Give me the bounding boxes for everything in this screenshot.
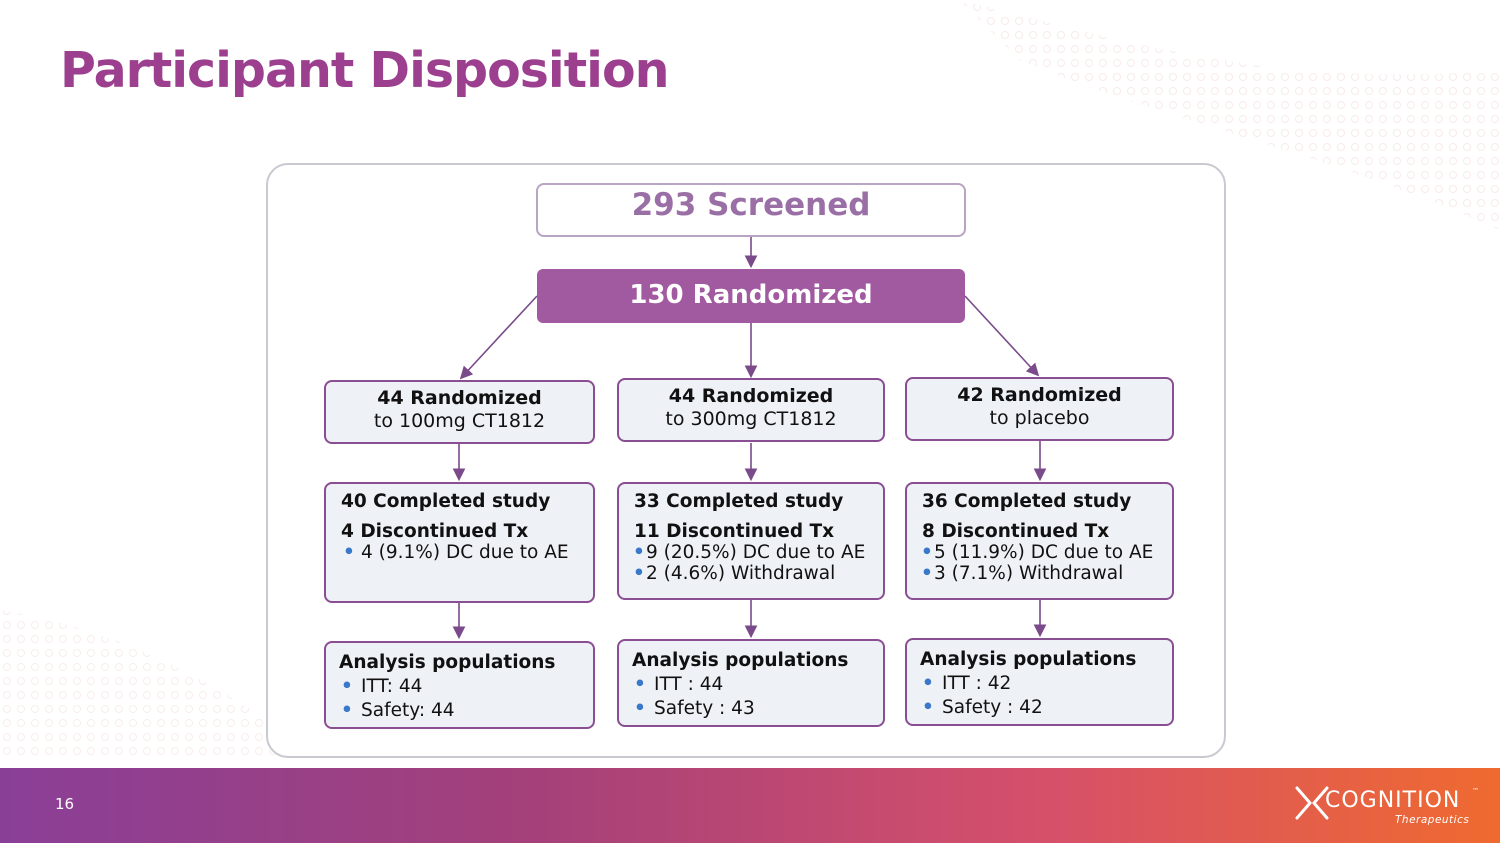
decorative-dot-pattern-bottom-left [0, 610, 320, 760]
analysis-placebo-box: Analysis populations ITT : 42 Safety : 4… [905, 638, 1174, 726]
discontinued-count: 11 Discontinued Tx [634, 521, 835, 542]
safety-population: Safety : 43 [632, 697, 883, 721]
analysis-300mg-box: Analysis populations ITT : 44 Safety : 4… [617, 639, 885, 727]
completed-count: 36 Completed study [922, 491, 1132, 512]
arm-label: to placebo [989, 407, 1090, 429]
cognition-x-mark-icon [1295, 786, 1329, 820]
arm-randomized-count: 44 Randomized [668, 385, 834, 407]
completion-300mg-box: 33 Completed study 11 Discontinued Tx 9 … [617, 482, 885, 600]
decorative-dot-pattern-top-right [960, 0, 1500, 230]
page-number: 16 [55, 795, 75, 813]
arm-randomized-count: 44 Randomized [377, 387, 542, 409]
arm-placebo-box: 42 Randomized to placebo [905, 377, 1174, 441]
completion-placebo-box: 36 Completed study 8 Discontinued Tx 5 (… [905, 482, 1174, 600]
completed-count: 33 Completed study [634, 491, 844, 512]
arm-label: to 300mg CT1812 [665, 408, 837, 430]
arm-randomized-count: 42 Randomized [957, 384, 1122, 406]
discontinuation-reason: 4 (9.1%) DC due to AE [341, 542, 593, 563]
safety-population: Safety : 42 [920, 696, 1172, 720]
safety-population: Safety: 44 [339, 699, 593, 723]
screened-box: 293 Screened [536, 183, 966, 237]
analysis-title: Analysis populations [920, 649, 1137, 670]
itt-population: ITT : 42 [920, 672, 1172, 696]
discontinuation-reason: 2 (4.6%) Withdrawal [633, 563, 883, 584]
discontinued-count: 4 Discontinued Tx [341, 521, 529, 542]
discontinuation-reason: 3 (7.1%) Withdrawal [921, 563, 1172, 584]
itt-population: ITT : 44 [632, 673, 883, 697]
logo-wordmark: COGNITION [1325, 788, 1461, 813]
analysis-title: Analysis populations [632, 650, 849, 671]
randomized-box: 130 Randomized [537, 269, 965, 323]
discontinued-count: 8 Discontinued Tx [922, 521, 1110, 542]
slide-title: Participant Disposition [60, 42, 669, 99]
cognition-logo: COGNITION ™ Therapeutics [1294, 785, 1484, 830]
arm-300mg-box: 44 Randomized to 300mg CT1812 [617, 378, 885, 442]
arm-100mg-box: 44 Randomized to 100mg CT1812 [324, 380, 595, 444]
completion-100mg-box: 40 Completed study 4 Discontinued Tx 4 (… [324, 482, 595, 603]
itt-population: ITT: 44 [339, 675, 593, 699]
completed-count: 40 Completed study [341, 491, 551, 512]
logo-subtitle: Therapeutics [1395, 814, 1470, 826]
analysis-title: Analysis populations [339, 652, 556, 673]
discontinuation-reason: 9 (20.5%) DC due to AE [633, 542, 883, 563]
arm-label: to 100mg CT1812 [373, 410, 546, 432]
analysis-100mg-box: Analysis populations ITT: 44 Safety: 44 [324, 641, 595, 729]
discontinuation-reason: 5 (11.9%) DC due to AE [921, 542, 1172, 563]
footer-band: 16 COGNITION ™ Therapeutics [0, 768, 1500, 843]
logo-trademark: ™ [1472, 787, 1479, 795]
